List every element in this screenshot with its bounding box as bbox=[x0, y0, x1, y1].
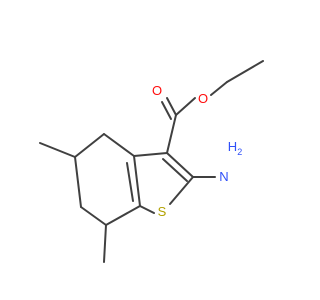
bond-c3a-c4 bbox=[103, 133, 135, 157]
atom-ring-sulfur: S bbox=[158, 204, 167, 219]
bond-c3a-c7a-double-b bbox=[126, 162, 134, 202]
bond-carbonyl-double-b bbox=[161, 101, 172, 120]
molecule-drawing: O O S N H2 bbox=[39, 60, 264, 263]
hydrogen-count-subscript: 2 bbox=[237, 147, 242, 157]
bond-c6-c7 bbox=[80, 206, 107, 226]
atom-label-layer: O O S N H2 bbox=[152, 83, 242, 219]
atom-carbonyl-oxygen: O bbox=[152, 83, 162, 98]
bond-ethyl-c-c bbox=[226, 60, 264, 83]
bond-carbonyl-c3 bbox=[166, 114, 177, 154]
bond-layer bbox=[39, 60, 264, 263]
bond-c3-c2-double-a bbox=[166, 152, 194, 178]
atom-amino-hydrogens: H2 bbox=[228, 139, 242, 157]
hydrogen-symbol: H bbox=[228, 139, 237, 154]
bond-ester-o-c bbox=[175, 97, 196, 116]
bond-c5-methyl bbox=[39, 142, 76, 158]
bond-c7-methyl bbox=[103, 224, 107, 263]
bond-c7-c7a bbox=[105, 205, 141, 226]
bond-c3-c2-double-b bbox=[162, 158, 188, 182]
bond-c2-s bbox=[169, 176, 194, 205]
atom-amino-nitrogen: N bbox=[219, 169, 228, 184]
bond-c5-c6 bbox=[74, 156, 82, 208]
bond-ethyl-c-o bbox=[210, 81, 228, 96]
bond-c3-c3a bbox=[133, 152, 168, 157]
bond-c4-c5 bbox=[74, 133, 105, 158]
atom-ester-oxygen: O bbox=[198, 91, 208, 106]
bond-s-c7a bbox=[139, 205, 155, 214]
bond-carbonyl-double-a bbox=[166, 97, 177, 116]
structure-canvas: O O S N H2 bbox=[39, 60, 264, 263]
bond-c3a-c7a-double-a bbox=[133, 155, 141, 207]
